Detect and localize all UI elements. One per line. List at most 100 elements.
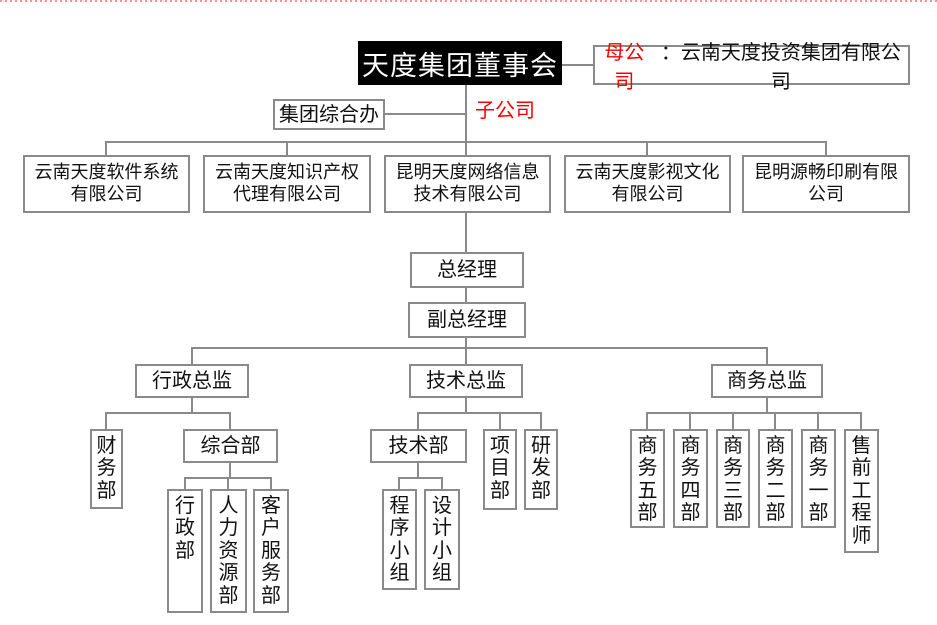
connector-line — [860, 412, 862, 429]
connector-line — [766, 398, 768, 413]
subsidiary-label: 有限公司 — [70, 184, 143, 204]
connector-line — [106, 141, 826, 143]
dept-rnd-label: 研发部 — [531, 435, 551, 502]
deputy-general-manager-label: 副总经理 — [427, 309, 507, 331]
dept-tech-box: 技术部 — [370, 429, 467, 463]
connector-line — [191, 347, 193, 364]
dept-biz1-box: 商务一部 — [801, 429, 836, 528]
connector-line — [825, 141, 827, 155]
board-box: 天度集团董事会 — [358, 41, 562, 85]
director-business-box: 商务总监 — [711, 364, 823, 398]
subsidiary-label: 公司 — [808, 184, 844, 204]
subsidiary-label: 昆明源畅印刷有限 — [754, 162, 898, 183]
connector-line — [766, 347, 768, 364]
parent-company-box: 母公司 ：云南天度投资集团有限公司 — [593, 42, 910, 93]
connector-line — [417, 412, 419, 429]
connector-line — [499, 412, 501, 429]
subsidiary-label: 云南天度影视文化 — [575, 162, 720, 183]
subsidiary-label: 有限公司 — [611, 184, 684, 204]
dept-admin-label: 行政部 — [175, 495, 195, 562]
connector-line — [229, 412, 231, 429]
connector-line — [646, 412, 648, 429]
subsidiary-section-label: 子公司 — [475, 100, 535, 122]
connector-line — [417, 463, 419, 478]
director-tech-box: 技术总监 — [409, 364, 523, 398]
dept-presales-label: 售前工程师 — [851, 435, 872, 547]
board-label: 天度集团董事会 — [362, 50, 558, 81]
team-program-box: 程序小组 — [382, 489, 417, 590]
connector-line — [385, 113, 466, 115]
connector-line — [732, 412, 734, 429]
dept-biz4-box: 商务四部 — [673, 429, 708, 528]
dept-biz3-box: 商务三部 — [716, 429, 750, 528]
group-office-label: 集团综合办 — [279, 103, 379, 126]
connector-line — [646, 141, 648, 155]
connector-line — [441, 477, 443, 489]
connector-line — [465, 85, 467, 155]
group-office-box: 集团综合办 — [273, 99, 385, 130]
dept-biz3-label: 商务三部 — [723, 435, 743, 525]
dept-project-box: 项目部 — [483, 429, 517, 510]
team-design-box: 设计小组 — [424, 489, 460, 590]
subsidiary-software-box: 云南天度软件系统 有限公司 — [23, 155, 190, 213]
connector-line — [192, 347, 767, 349]
connector-line — [105, 141, 107, 155]
subsidiary-label: 云南天度软件系统 — [34, 162, 179, 183]
dept-customer-service-label: 客户服务部 — [261, 495, 281, 607]
general-manager-box: 总经理 — [410, 252, 524, 288]
dept-finance-box: 财务部 — [90, 429, 123, 509]
connector-line — [398, 477, 400, 489]
deputy-general-manager-box: 副总经理 — [408, 302, 526, 338]
connector-line — [465, 213, 467, 252]
dept-project-label: 项目部 — [490, 435, 510, 502]
connector-line — [184, 477, 186, 489]
dept-biz5-box: 商务五部 — [630, 429, 665, 528]
connector-line — [465, 347, 467, 364]
director-admin-box: 行政总监 — [135, 364, 249, 398]
dept-hr-label: 人力资源部 — [218, 495, 239, 607]
dept-presales-box: 售前工程师 — [844, 429, 879, 553]
connector-line — [191, 398, 193, 413]
dept-biz1-label: 商务一部 — [808, 435, 829, 525]
director-admin-label: 行政总监 — [152, 370, 232, 392]
connector-line — [465, 338, 467, 348]
connector-line — [540, 412, 542, 429]
dept-hr-box: 人力资源部 — [210, 489, 247, 613]
red-dotted-divider — [0, 0, 937, 2]
dept-biz5-label: 商务五部 — [637, 435, 658, 525]
connector-line — [689, 412, 691, 429]
dept-biz4-label: 商务四部 — [680, 435, 701, 525]
subsidiary-label: 云南天度知识产权 — [215, 162, 359, 183]
general-manager-label: 总经理 — [437, 259, 497, 281]
subsidiary-label: 昆明天度网络信息 — [395, 162, 540, 183]
connector-line — [562, 64, 593, 66]
connector-line — [774, 412, 776, 429]
parent-company-prefix: 母公司 — [604, 42, 645, 93]
connector-line — [229, 463, 231, 478]
team-design-label: 设计小组 — [432, 495, 452, 585]
dept-biz2-box: 商务二部 — [758, 429, 793, 528]
connector-line — [399, 477, 442, 479]
connector-line — [817, 412, 819, 429]
subsidiary-media-box: 云南天度影视文化 有限公司 — [564, 155, 731, 213]
dept-biz2-label: 商务二部 — [765, 435, 786, 525]
connector-line — [105, 412, 107, 429]
dept-rnd-box: 研发部 — [524, 429, 558, 510]
connector-line — [270, 477, 272, 489]
subsidiary-ip-box: 云南天度知识产权 代理有限公司 — [203, 155, 371, 213]
dept-customer-service-box: 客户服务部 — [253, 489, 289, 613]
connector-line — [418, 412, 541, 414]
connector-line — [286, 141, 288, 155]
connector-line — [465, 288, 467, 302]
connector-line — [647, 412, 861, 414]
director-tech-label: 技术总监 — [426, 370, 506, 392]
connector-line — [465, 398, 467, 413]
connector-line — [106, 412, 230, 414]
dept-admin-box: 行政部 — [167, 489, 203, 613]
subsidiary-label: 技术有限公司 — [413, 184, 522, 204]
subsidiary-printing-box: 昆明源畅印刷有限 公司 — [742, 155, 910, 213]
dept-general-affairs-label: 综合部 — [200, 435, 261, 457]
parent-company-name: ：云南天度投资集团有限公司 — [660, 42, 901, 93]
subsidiary-network-box: 昆明天度网络信息 技术有限公司 — [384, 155, 551, 213]
